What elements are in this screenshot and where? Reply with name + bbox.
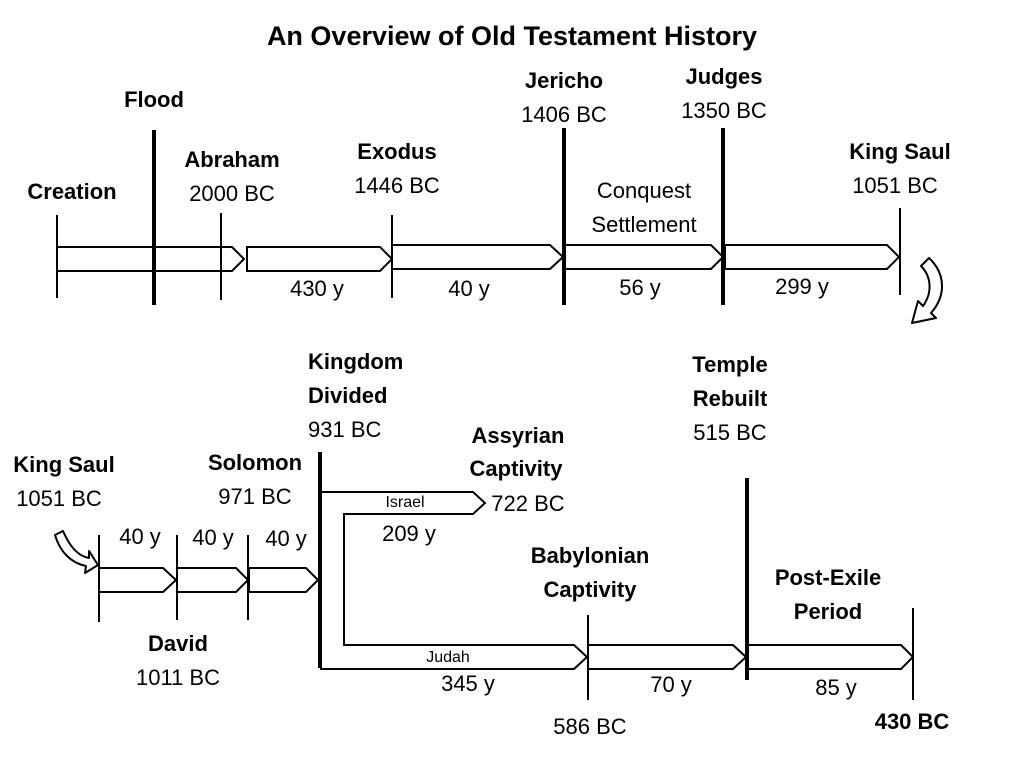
duration-56y: 56 y bbox=[619, 275, 661, 300]
date-kingdom-divided: 931 BC bbox=[308, 417, 381, 442]
duration-israel-209y: 209 y bbox=[382, 521, 436, 546]
date-exodus: 1446 BC bbox=[354, 173, 440, 198]
label-assyrian: Assyrian bbox=[472, 423, 565, 448]
duration-judah-345y: 345 y bbox=[441, 671, 495, 696]
segment-post-exile bbox=[747, 644, 915, 670]
segment-david-solomon bbox=[176, 567, 250, 593]
label-settlement: Settlement bbox=[591, 212, 696, 237]
duration-david-40y: 40 y bbox=[192, 525, 234, 550]
continuation-arrow-down-icon bbox=[911, 257, 943, 324]
label-post-exile: Post-Exile bbox=[775, 565, 881, 590]
segment-jericho-judges bbox=[563, 244, 725, 270]
branch-israel-arrow bbox=[320, 491, 589, 670]
segment-abraham-exodus bbox=[246, 246, 394, 272]
segment-exodus-jericho bbox=[391, 244, 565, 270]
date-solomon: 971 BC bbox=[218, 484, 291, 509]
label-flood: Flood bbox=[124, 87, 184, 112]
label-jericho: Jericho bbox=[525, 68, 603, 93]
date-430bc: 430 BC bbox=[875, 709, 950, 734]
segment-saul-david bbox=[98, 567, 178, 593]
label-babylonian-captivity: Captivity bbox=[544, 577, 638, 602]
segment-solomon-divided bbox=[248, 567, 320, 593]
date-babylonian: 586 BC bbox=[553, 714, 626, 739]
label-creation: Creation bbox=[27, 179, 116, 204]
date-temple-rebuilt: 515 BC bbox=[693, 420, 766, 445]
duration-40y: 40 y bbox=[448, 276, 490, 301]
label-abraham: Abraham bbox=[184, 147, 279, 172]
date-king-saul-row2: 1051 BC bbox=[16, 486, 102, 511]
duration-post-exile-85y: 85 y bbox=[815, 675, 857, 700]
label-temple: Temple bbox=[692, 352, 767, 377]
segment-creation-abraham bbox=[56, 246, 246, 272]
duration-exile-70y: 70 y bbox=[650, 672, 692, 697]
date-david: 1011 BC bbox=[136, 665, 220, 690]
label-assyrian-captivity: Captivity bbox=[470, 456, 564, 481]
date-judges: 1350 BC bbox=[681, 98, 767, 123]
date-abraham: 2000 BC bbox=[189, 181, 275, 206]
date-king-saul-row1: 1051 BC bbox=[852, 173, 938, 198]
label-king-saul-row1: King Saul bbox=[849, 139, 950, 164]
label-david: David bbox=[148, 631, 208, 656]
segment-exile-babylon bbox=[587, 644, 748, 670]
label-israel: Israel bbox=[385, 494, 424, 511]
segment-judges-saul bbox=[724, 244, 901, 270]
label-judah: Judah bbox=[426, 649, 470, 666]
duration-solomon-40y: 40 y bbox=[265, 526, 307, 551]
label-rebuilt: Rebuilt bbox=[693, 386, 768, 411]
label-judges: Judges bbox=[685, 64, 762, 89]
date-jericho: 1406 BC bbox=[521, 102, 607, 127]
label-exodus: Exodus bbox=[357, 139, 436, 164]
label-babylonian: Babylonian bbox=[531, 543, 650, 568]
duration-430y: 430 y bbox=[290, 276, 344, 301]
continuation-arrow-in-icon bbox=[54, 530, 99, 574]
diagram-title: An Overview of Old Testament History bbox=[267, 21, 757, 51]
label-period: Period bbox=[794, 599, 862, 624]
label-kingdom: Kingdom bbox=[308, 349, 403, 374]
date-assyrian: 722 BC bbox=[491, 491, 564, 516]
duration-saul-40y: 40 y bbox=[119, 524, 161, 549]
duration-299y: 299 y bbox=[775, 274, 829, 299]
label-conquest: Conquest bbox=[597, 178, 691, 203]
label-solomon: Solomon bbox=[208, 450, 302, 475]
label-king-saul-row2: King Saul bbox=[13, 452, 114, 477]
label-divided: Divided bbox=[308, 383, 387, 408]
